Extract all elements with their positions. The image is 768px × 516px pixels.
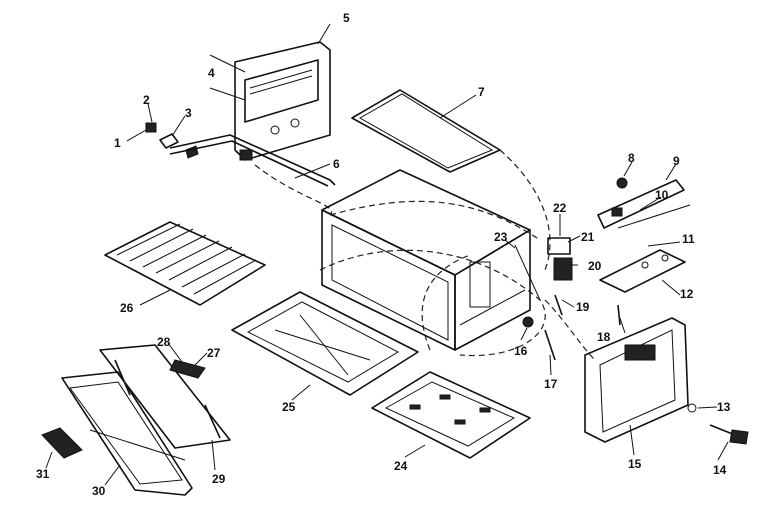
callout-19: 19 [576, 300, 590, 314]
callout-27: 27 [207, 346, 221, 360]
broiler-pan-part [231, 291, 419, 396]
callout-18: 18 [597, 330, 611, 344]
callout-9: 9 [673, 154, 680, 168]
callout-24: 24 [394, 459, 408, 473]
fastener-parts [514, 244, 621, 361]
callout-labels: 1 2 3 4 5 6 7 8 9 10 11 12 13 14 15 16 1… [36, 11, 731, 498]
door-glass-parts [99, 344, 231, 449]
callout-13: 13 [717, 400, 731, 414]
callout-17: 17 [544, 377, 558, 391]
callout-5: 5 [343, 11, 350, 25]
switch-bracket-parts [547, 237, 573, 281]
callout-12: 12 [680, 287, 694, 301]
leader-lines [45, 23, 729, 486]
callout-15: 15 [628, 457, 642, 471]
wire-rack-part [104, 221, 266, 306]
callout-20: 20 [588, 259, 602, 273]
callout-8: 8 [628, 151, 635, 165]
callout-6: 6 [333, 157, 340, 171]
callout-28: 28 [157, 335, 171, 349]
cord-plug-parts [687, 403, 749, 445]
callout-3: 3 [185, 106, 192, 120]
crumb-tray-part [371, 371, 531, 459]
callout-23: 23 [494, 230, 508, 244]
door-frame-part [61, 371, 193, 496]
callout-11: 11 [682, 232, 695, 246]
callout-10: 10 [655, 188, 669, 202]
callout-29: 29 [212, 472, 226, 486]
assembly-dashed-outline [254, 149, 596, 361]
door-handle-part [41, 427, 83, 459]
callout-21: 21 [581, 230, 595, 244]
callout-31: 31 [36, 467, 50, 481]
top-cover-part [351, 89, 501, 173]
mounting-plate-part [599, 249, 686, 293]
callout-26: 26 [120, 301, 134, 315]
callout-2: 2 [143, 93, 150, 107]
oven-cabinet-body [321, 169, 531, 351]
bracket-part-4 [209, 54, 246, 101]
callout-7: 7 [478, 85, 485, 99]
heating-element-part [169, 134, 336, 187]
side-panel-part [584, 317, 689, 443]
callout-16: 16 [514, 344, 528, 358]
callout-22: 22 [553, 201, 567, 215]
control-assembly-part [597, 177, 691, 229]
clip-parts [145, 122, 199, 159]
rear-panel-part [234, 41, 331, 161]
callout-4: 4 [208, 66, 215, 80]
callout-1: 1 [114, 136, 121, 150]
callout-14: 14 [713, 463, 727, 477]
callout-25: 25 [282, 400, 296, 414]
callout-30: 30 [92, 484, 106, 498]
